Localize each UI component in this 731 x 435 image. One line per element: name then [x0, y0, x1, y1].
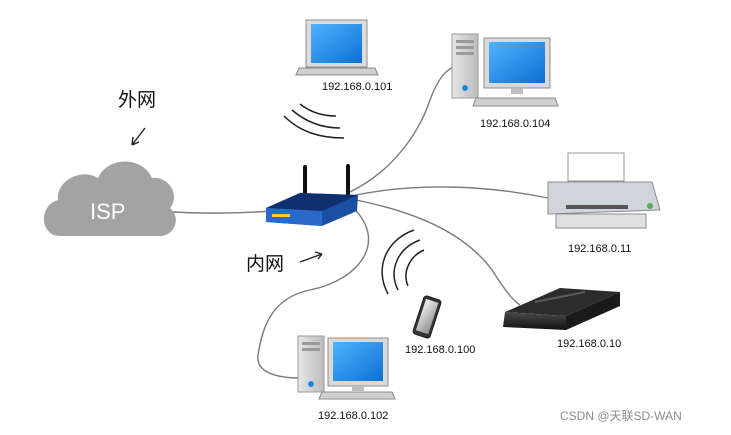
printer-slot	[566, 205, 628, 209]
printer-paper	[567, 152, 625, 182]
desktop-top-keyboard	[472, 97, 559, 107]
cable-router-desktop-bottom	[257, 204, 370, 379]
cable-isp-router	[171, 210, 273, 214]
printer-ip: 192.168.0.11	[568, 243, 631, 255]
switch-box-top	[505, 288, 620, 316]
laptop-screen	[311, 24, 362, 63]
printer-tray	[555, 213, 647, 229]
phone-wifi-waves-icon	[381, 229, 425, 295]
cable-router-printer	[355, 186, 549, 199]
cable-router-desktop-top	[349, 65, 456, 193]
watermark: CSDN @天联SD-WAN	[560, 409, 682, 423]
laptop-base	[295, 67, 379, 76]
cloud-shape	[43, 161, 176, 236]
desktop-bottom-monitor-screen	[333, 342, 383, 381]
printer-body	[547, 181, 661, 215]
outer-net-arrow-icon	[131, 127, 146, 146]
isp-cloud: ISP	[43, 161, 176, 236]
desktop-bottom-keyboard	[318, 391, 396, 400]
phone-screen	[415, 298, 439, 335]
laptop-wifi-waves-icon	[283, 103, 345, 139]
inner-net-arrow-icon	[299, 251, 323, 263]
desktop-top-monitor-screen	[489, 42, 545, 83]
desktop-bottom-ip: 192.168.0.102	[318, 410, 388, 422]
router	[266, 164, 358, 226]
desktop-bottom: 192.168.0.102	[297, 335, 396, 422]
router-front	[266, 208, 322, 226]
switch-box-front	[503, 312, 566, 330]
switch-box-ip: 192.168.0.10	[557, 338, 621, 350]
switch-box-side	[566, 292, 620, 330]
desktop-top: 192.168.0.104	[451, 33, 559, 130]
outer-net-label: 外网	[118, 89, 156, 111]
desktop-bottom-monitor-stand	[352, 386, 364, 391]
desktop-top-monitor-stand	[511, 88, 523, 94]
laptop: 192.168.0.101	[283, 19, 392, 139]
phone: 192.168.0.100	[381, 229, 475, 356]
isp-label: ISP	[90, 199, 125, 224]
router-led-strip	[272, 214, 290, 217]
switch-box: 192.168.0.10	[503, 288, 621, 350]
cables	[171, 65, 549, 379]
laptop-ip: 192.168.0.101	[322, 81, 392, 93]
router-top	[266, 193, 358, 211]
desktop-bottom-tower	[297, 335, 325, 393]
inner-net-label: 内网	[246, 253, 284, 275]
desktop-top-ip: 192.168.0.104	[480, 118, 550, 130]
printer: 192.168.0.11	[547, 152, 661, 255]
cable-router-switch	[355, 199, 521, 306]
phone-ip: 192.168.0.100	[405, 344, 475, 356]
